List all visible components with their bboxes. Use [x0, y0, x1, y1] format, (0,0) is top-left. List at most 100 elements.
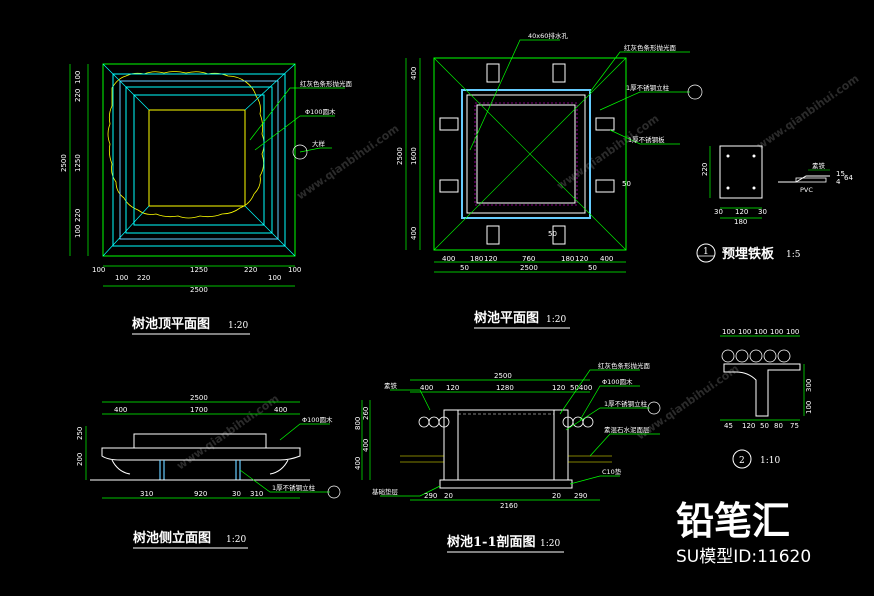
brand-logo: 铅笔汇 SU模型ID:11620: [676, 499, 811, 567]
plan-title: 树池平面图: [474, 310, 539, 326]
tree-canopy-outline: [107, 71, 265, 219]
dim-label: 80: [774, 422, 783, 430]
dim-label: 100: [738, 328, 751, 336]
dim-label: 220: [137, 274, 150, 282]
dim-label: 220: [74, 89, 82, 102]
dim-label: 100: [805, 401, 813, 414]
note-paving: 红灰色条形抛光面: [624, 43, 677, 52]
dim-label: 800: [354, 417, 362, 430]
dim-total: 2500: [190, 286, 208, 294]
dim-total: 2500: [494, 372, 512, 380]
dim-label: 920: [194, 490, 207, 498]
dim-label: 75: [790, 422, 799, 430]
plan-view: 40x60排水孔 红灰色条形抛光面 1厚不锈钢立柱 1厚不锈钢板 400 180…: [396, 31, 703, 329]
note-post: 1厚不锈钢立柱: [604, 399, 648, 408]
brand-name: 铅笔汇: [676, 499, 790, 543]
dim-label: 120: [552, 384, 565, 392]
dim-total: 2500: [396, 147, 404, 165]
dim-label: 400: [354, 457, 362, 470]
dim-label: 310: [250, 490, 263, 498]
dim-label: 120: [742, 422, 755, 430]
dim-label: 100: [92, 266, 105, 274]
note-log: Φ100圆木: [602, 377, 633, 386]
dim-total: 2500: [190, 394, 208, 402]
dim-label: 1700: [190, 406, 208, 414]
dim-label: 100: [770, 328, 783, 336]
note-paving: 红灰色条形抛光面: [598, 361, 651, 370]
dim-label: 1250: [74, 154, 82, 172]
plate-title: 预埋铁板: [722, 246, 775, 262]
dim-total: 2500: [520, 264, 538, 272]
plan-bottom-dims: 400 180 120 760 180 120 400 50 2500 50 5…: [442, 180, 631, 272]
dim-label: 1600: [410, 147, 418, 165]
dim-label: 20: [552, 492, 561, 500]
plan-scale: 1:20: [546, 315, 566, 325]
note-drain: 40x60排水孔: [528, 31, 568, 40]
note-log: Φ100圆木: [305, 107, 336, 116]
note-detail: 大样: [312, 139, 326, 148]
dim-label: 400: [420, 384, 433, 392]
top-plan-left-dims: 220 100 1250 100 220 2500: [60, 71, 82, 238]
dim-label: 45: [724, 422, 733, 430]
dim-label: 100: [74, 71, 82, 84]
dim-label: 50: [760, 422, 769, 430]
detail-number: 2: [739, 456, 745, 466]
dim-label: 20: [444, 492, 453, 500]
dim-label: 180: [561, 255, 574, 263]
section-scale: 1:20: [540, 539, 560, 549]
top-plan-view: 红灰色条形抛光面 Φ100圆木 大样 100 100 220 1250 220 …: [60, 63, 353, 335]
note-paving: 红灰色条形抛光面: [300, 79, 353, 88]
top-plan-title: 树池顶平面图: [132, 316, 210, 332]
note-iron: 素铁: [812, 161, 826, 170]
note-plate: 1厚不锈钢板: [628, 135, 665, 144]
dim-label: 30: [714, 208, 723, 216]
note-iron: 素铁: [384, 381, 398, 390]
dim-label: 50: [460, 264, 469, 272]
dim-label: 290: [424, 492, 437, 500]
dim-label: 400: [442, 255, 455, 263]
dim-label: 300: [805, 379, 813, 392]
dim-total: 2500: [60, 154, 68, 172]
section-view: 2500 400 120 1280 120 50400 素铁 红灰色条形抛光面 …: [354, 361, 661, 553]
dim-label: 220: [74, 209, 82, 222]
dim-label: 1280: [496, 384, 514, 392]
side-scale: 1:20: [226, 535, 246, 545]
side-title: 树池侧立面图: [133, 530, 211, 546]
top-plan-bottom-dims: 100 100 220 1250 220 100 100 2500: [92, 266, 301, 294]
dim-total: 180: [734, 218, 747, 226]
dim-label: 100: [268, 274, 281, 282]
dim-label: 120: [484, 255, 497, 263]
section-title: 树池1-1剖面图: [447, 534, 536, 550]
dim-label: 15: [836, 170, 845, 178]
dim-label: 50: [622, 180, 631, 188]
dim-label: 100: [74, 225, 82, 238]
dim-label: 220: [244, 266, 257, 274]
note-c10: C10垫: [602, 467, 622, 476]
dim-label: 120: [575, 255, 588, 263]
dim-label: 400: [274, 406, 287, 414]
plan-left-dims: 400 1600 400 2500: [396, 67, 418, 240]
dim-label: 200: [76, 453, 84, 466]
dim-label: 120: [446, 384, 459, 392]
brand-id: SU模型ID:11620: [676, 547, 811, 567]
dim-label: 260: [362, 407, 370, 420]
detail-scale: 1:10: [760, 456, 780, 466]
note-surface: 素混石水泥面层: [604, 425, 650, 434]
dim-label: 400: [410, 227, 418, 240]
dim-label: 30: [232, 490, 241, 498]
dim-label: 2160: [500, 502, 518, 510]
top-plan-scale: 1:20: [228, 321, 248, 331]
side-elevation-view: 2500 400 1700 400 Φ100圆木 1厚不锈钢立柱 250 200…: [76, 394, 341, 549]
dim-label: 400: [600, 255, 613, 263]
dim-label: 1250: [190, 266, 208, 274]
note-post: 1厚不锈钢立柱: [272, 483, 316, 492]
dim-label: 290: [574, 492, 587, 500]
embedded-plate-view: 220 30 120 30 180 素铁 PVC 15 4 64 1 预埋铁板 …: [696, 145, 853, 263]
plate-scale: 1:5: [786, 250, 801, 260]
dim-label: 4: [836, 178, 841, 186]
dim-label: 120: [735, 208, 748, 216]
dim-label: 64: [844, 174, 853, 182]
dim-label: 310: [140, 490, 153, 498]
dim-label: 50: [588, 264, 597, 272]
